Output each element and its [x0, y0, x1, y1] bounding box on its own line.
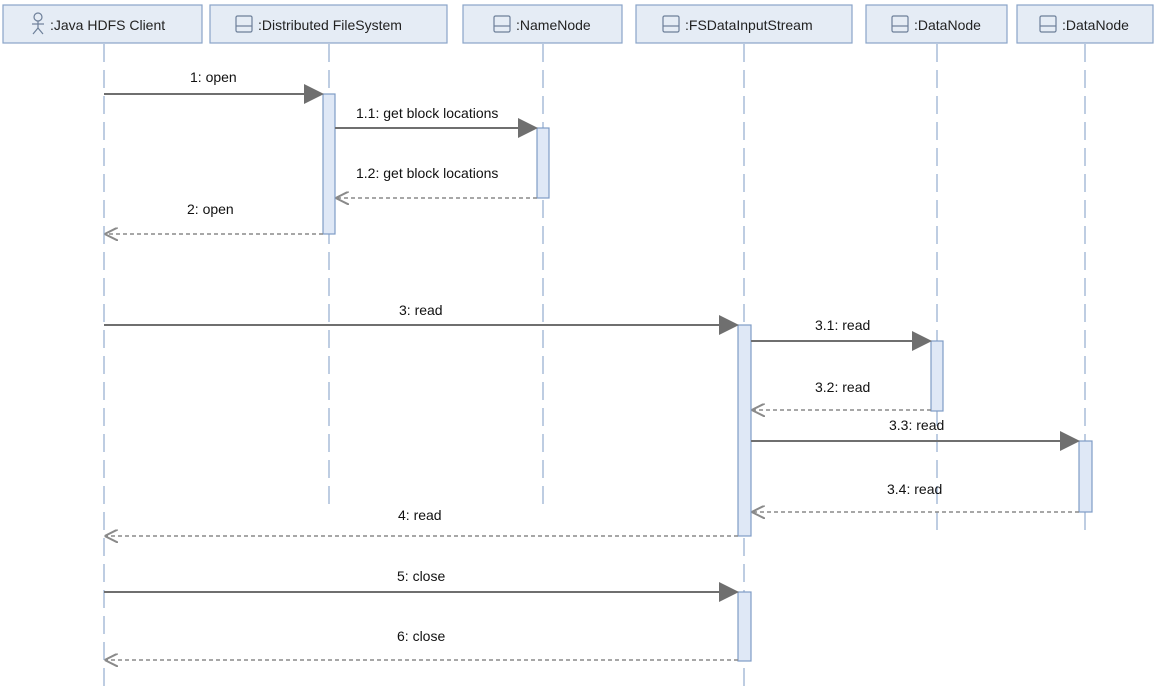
lifeline-label: :Java HDFS Client	[50, 17, 165, 33]
lifeline-label: :DataNode	[914, 17, 981, 33]
activation-fsdis-close	[737, 591, 752, 662]
lifeline-label: :Distributed FileSystem	[258, 17, 402, 33]
message-3-read: 3: read	[104, 302, 739, 335]
message-label: 5: close	[397, 568, 445, 584]
message-3-2-read: 3.2: read	[753, 379, 931, 410]
lifeline-box	[462, 4, 623, 44]
message-label: 1.1: get block locations	[356, 105, 498, 121]
message-label: 3: read	[399, 302, 443, 318]
message-label: 3.2: read	[815, 379, 870, 395]
lifeline-label: :DataNode	[1062, 17, 1129, 33]
message-3-3-read: 3.3: read	[751, 417, 1080, 451]
activation-dfs	[322, 93, 336, 235]
lifeline-fsdis: :FSDataInputStream	[635, 4, 853, 44]
message-label: 6: close	[397, 628, 445, 644]
activation-datanode2	[1078, 440, 1093, 513]
message-label: 3.4: read	[887, 481, 942, 497]
node-icon	[1039, 15, 1057, 33]
lifeline-client: :Java HDFS Client	[2, 4, 203, 44]
activation-fsdis-read	[737, 324, 752, 537]
message-2-open: 2: open	[106, 201, 323, 234]
lifeline-box	[865, 4, 1008, 44]
message-label: 1: open	[190, 69, 237, 85]
lifeline-label: :FSDataInputStream	[685, 17, 813, 33]
lifeline-heads: :Java HDFS Client :Distributed FileSyste…	[2, 4, 1154, 44]
lifeline-box	[635, 4, 853, 44]
node-icon	[493, 15, 511, 33]
lifeline-datanode-2: :DataNode	[1016, 4, 1154, 44]
lifeline-dfs: :Distributed FileSystem	[209, 4, 448, 44]
lifeline-label: :NameNode	[516, 17, 591, 33]
message-6-close: 6: close	[106, 628, 738, 660]
message-1-open: 1: open	[104, 69, 324, 104]
lifeline-datanode-1: :DataNode	[865, 4, 1008, 44]
message-label: 1.2: get block locations	[356, 165, 498, 181]
message-1-1-get-block-locations: 1.1: get block locations	[335, 105, 538, 138]
message-3-4-read: 3.4: read	[753, 481, 1079, 512]
activation-namenode	[536, 127, 550, 199]
message-5-close: 5: close	[104, 568, 739, 602]
lifeline-box	[209, 4, 448, 44]
message-1-2-get-block-locations: 1.2: get block locations	[337, 165, 537, 198]
messages: 1: open 1.1: get block locations 1.2: ge…	[104, 69, 1080, 660]
message-3-1-read: 3.1: read	[751, 317, 932, 351]
message-label: 3.3: read	[889, 417, 944, 433]
message-label: 2: open	[187, 201, 234, 217]
node-icon	[662, 15, 680, 33]
message-label: 4: read	[398, 507, 442, 523]
node-icon	[891, 15, 909, 33]
actor-icon	[32, 12, 44, 35]
message-4-read: 4: read	[106, 507, 738, 536]
node-icon	[235, 15, 253, 33]
activation-datanode1	[930, 340, 944, 412]
message-label: 3.1: read	[815, 317, 870, 333]
lifeline-namenode: :NameNode	[462, 4, 623, 44]
activation-bars	[322, 93, 1093, 662]
